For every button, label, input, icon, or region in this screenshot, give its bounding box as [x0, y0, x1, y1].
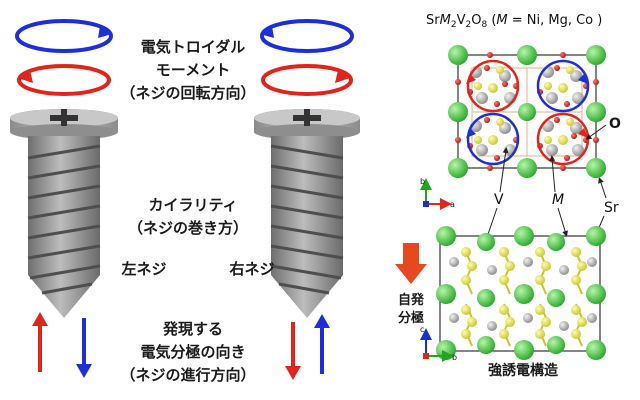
left-red-rotation-icon — [17, 64, 111, 96]
spontaneous-polarization-arrow — [395, 243, 427, 284]
right-screw-label: 右ネジ — [229, 260, 274, 278]
bc-axes: c b — [420, 325, 457, 362]
axis-c-label: c — [420, 325, 424, 334]
right-red-rotation-icon — [261, 64, 353, 96]
polar-label-2: 電気分極の向き — [140, 343, 245, 361]
spontaneous-label-2: 分極 — [398, 310, 424, 326]
ab-axes: b a — [420, 177, 455, 210]
label-V: V — [494, 192, 504, 208]
axis-b2-label: b — [452, 353, 457, 362]
toroidal-label-3: （ネジの回転方向） — [120, 84, 255, 102]
label-O: O — [609, 116, 621, 132]
right-blue-rotation-icon — [260, 19, 354, 53]
chirality-label-2: （ネジの巻き方） — [128, 219, 248, 237]
axis-a-label: a — [450, 200, 455, 209]
polar-label-3: （ネジの進行方向） — [120, 366, 255, 384]
label-M: M — [552, 192, 564, 208]
toroidal-label-1: 電気トロイダル — [141, 38, 245, 56]
toroidal-label-2: モーメント — [156, 61, 230, 79]
left-screw-label: 左ネジ — [120, 260, 166, 278]
bc-plane-structure — [436, 226, 606, 360]
polar-label-1: 発現する — [162, 320, 223, 338]
chirality-label-1: カイラリティ — [148, 196, 237, 214]
left-screw — [10, 19, 118, 378]
ab-plane-structure — [448, 45, 606, 178]
spontaneous-label-1: 自発 — [398, 292, 425, 308]
left-blue-rotation-icon — [15, 19, 113, 53]
right-screw — [254, 19, 360, 380]
label-Sr: Sr — [604, 200, 619, 216]
ferroelectric-structure-label: 強誘電構造 — [488, 362, 558, 379]
formula: SrM2V2O8 (M = Ni, Mg, Co ) — [426, 13, 602, 30]
axis-b-label: b — [420, 177, 425, 186]
